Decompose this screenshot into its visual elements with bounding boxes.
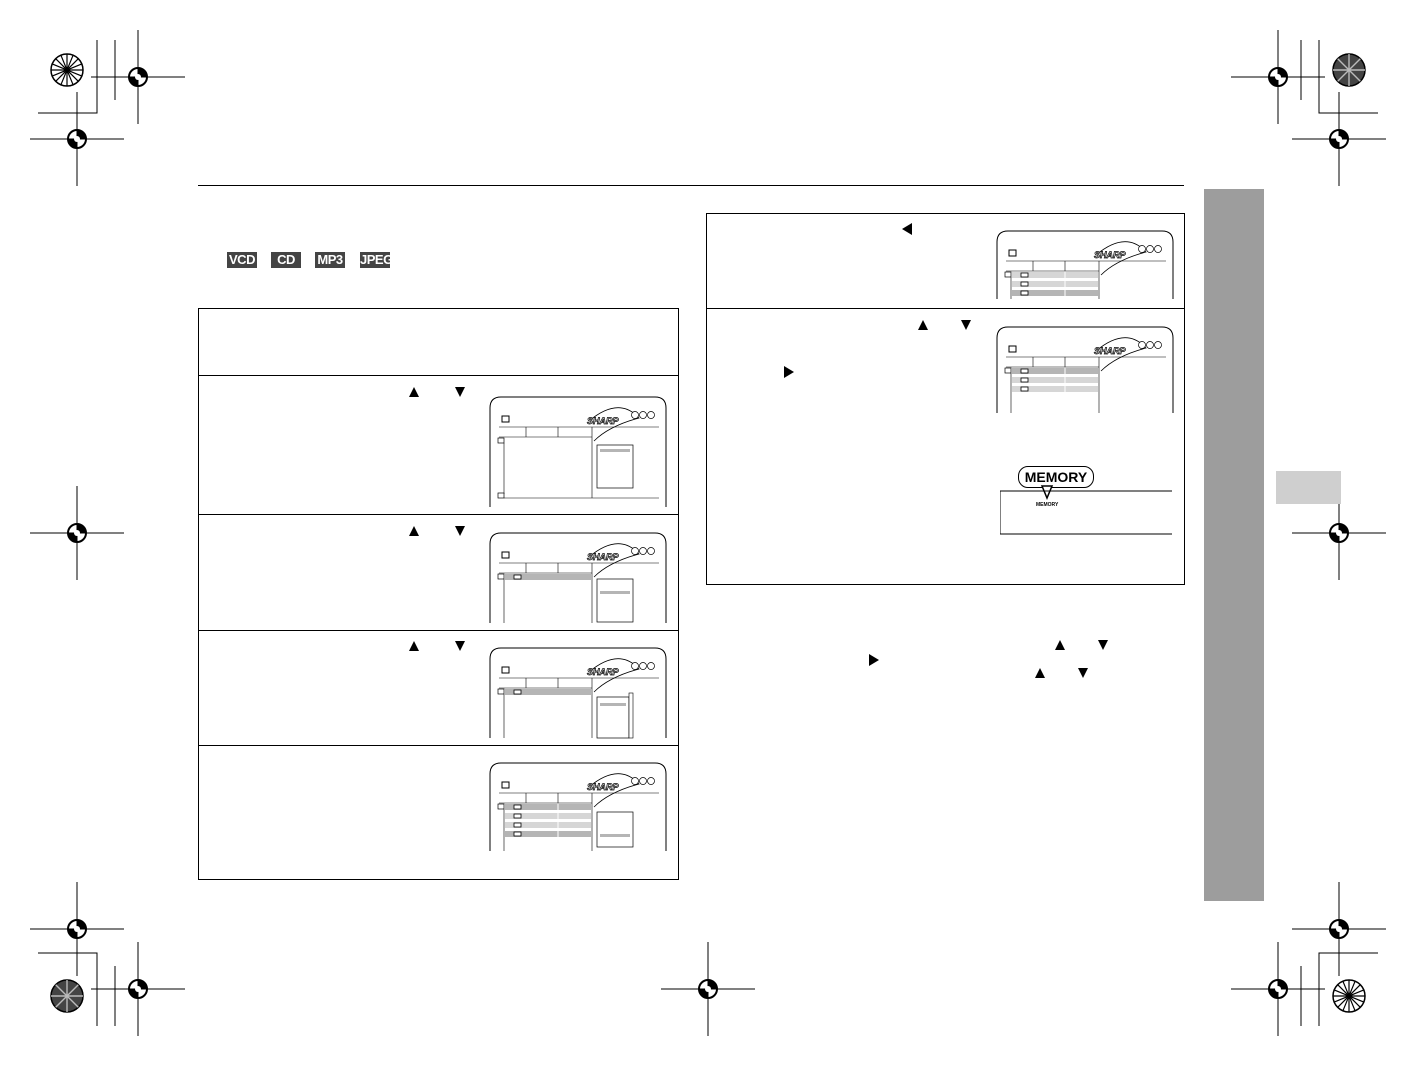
sharp-logo: SHARP	[587, 782, 620, 792]
down-arrow-icon	[455, 526, 465, 536]
cd-badge: CD	[271, 252, 301, 268]
chapter-tab	[1276, 471, 1341, 504]
mp3-badge: MP3	[315, 252, 345, 268]
screen-illustration: SHARP	[489, 647, 667, 739]
vcd-badge: VCD	[227, 252, 257, 268]
memory-display	[1000, 485, 1172, 535]
sharp-logo: SHARP	[587, 552, 620, 562]
screen-illustration: SHARP	[489, 396, 667, 507]
memory-indicator: MEMORY	[1018, 466, 1094, 488]
down-arrow-icon	[1078, 668, 1088, 678]
screen-illustration: SHARP	[489, 532, 667, 623]
step-divider	[198, 745, 679, 746]
jpeg-badge: JPEG	[360, 252, 393, 268]
step-divider	[198, 375, 679, 376]
down-arrow-icon	[961, 320, 971, 330]
up-arrow-icon	[409, 641, 419, 651]
up-arrow-icon	[409, 526, 419, 536]
sharp-logo: SHARP	[1094, 346, 1127, 356]
down-arrow-icon	[1098, 640, 1108, 650]
step-divider	[706, 308, 1185, 309]
step-divider	[198, 630, 679, 631]
up-arrow-icon	[409, 387, 419, 397]
chapter-sidebar	[1204, 189, 1264, 901]
sharp-logo: SHARP	[1094, 250, 1127, 260]
up-arrow-icon	[1055, 640, 1065, 650]
header-rule	[198, 185, 1184, 186]
left-arrow-icon	[902, 223, 912, 235]
sharp-logo: SHARP	[587, 667, 620, 677]
right-arrow-icon	[869, 654, 879, 666]
step-divider	[198, 514, 679, 515]
sharp-logo: SHARP	[587, 416, 620, 426]
memory-display-text: MEMORY	[1036, 502, 1059, 508]
screen-illustration: SHARP	[996, 326, 1174, 413]
screen-illustration: SHARP	[489, 762, 667, 851]
screen-illustration: SHARP	[996, 230, 1174, 299]
up-arrow-icon	[918, 320, 928, 330]
down-arrow-icon	[455, 387, 465, 397]
up-arrow-icon	[1035, 668, 1045, 678]
right-arrow-icon	[784, 366, 794, 378]
down-arrow-icon	[455, 641, 465, 651]
